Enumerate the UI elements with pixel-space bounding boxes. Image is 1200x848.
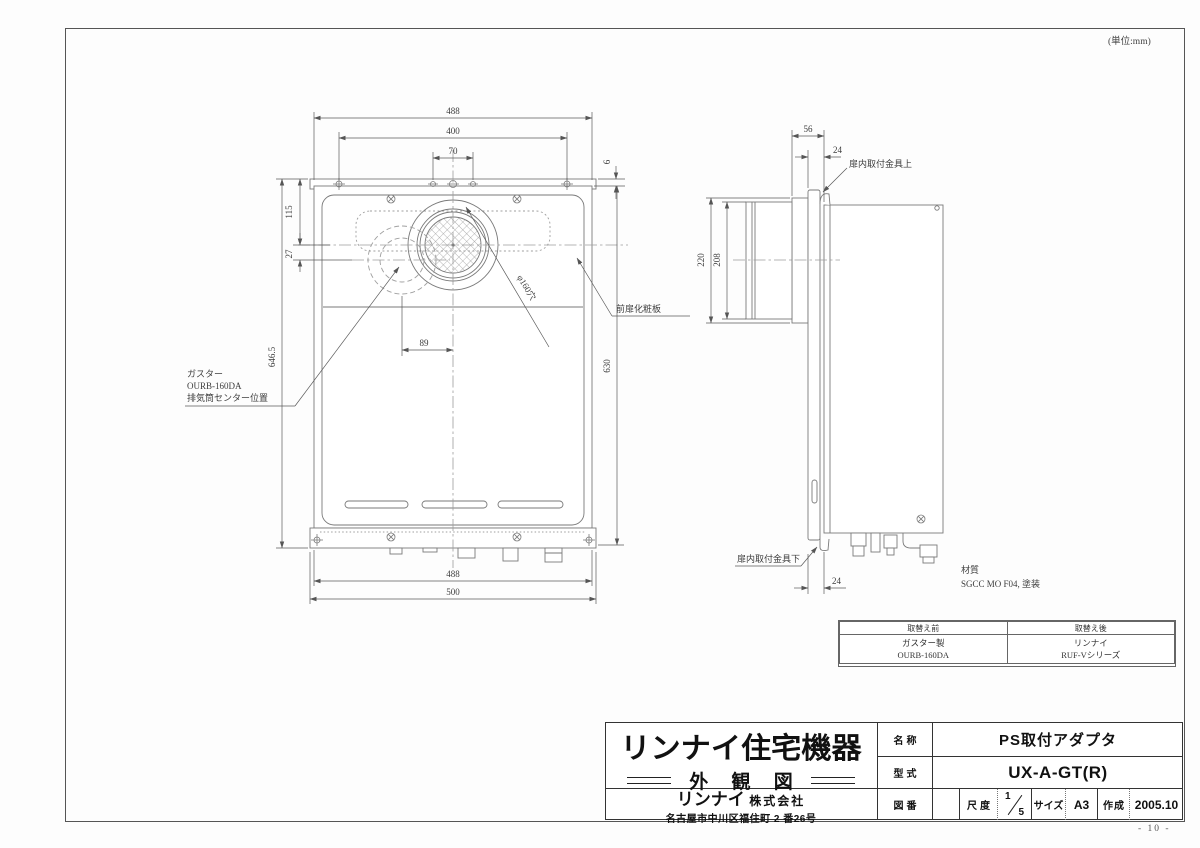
drawing-canvas: 488 400 70 6 115 27 646. xyxy=(185,106,1040,604)
vent-slots xyxy=(344,500,564,509)
model-label-cell: 型式 xyxy=(878,757,933,789)
created-label-cell: 作成 xyxy=(1098,789,1130,820)
dim-overall-height: 646.5 xyxy=(267,346,277,367)
dim-old-center-v: 27 xyxy=(284,249,294,259)
maker-logo: リンナイ住宅機器 xyxy=(620,733,862,765)
dim-mount-pitch: 400 xyxy=(446,126,460,136)
side-view xyxy=(745,189,944,564)
side-duct-barrel xyxy=(745,201,793,320)
drawing-no-label-cell: 図番 xyxy=(878,789,933,820)
side-dimensions: 220 208 56 24 24 xyxy=(696,124,846,594)
dim-hole-pitch: 70 xyxy=(449,146,459,156)
centerlines-front xyxy=(298,150,628,568)
label-old-unit-2: OURB-160DA xyxy=(187,381,242,391)
replacement-before-cell: ガスター製 OURB-160DA xyxy=(839,634,1008,664)
title-block: リンナイ住宅機器 外 観 図 リンナイ 株式会社 名古屋市中川区福住町 2 番2… xyxy=(605,722,1183,825)
plate-slot xyxy=(811,479,818,504)
dim-bracket-bottom: 24 xyxy=(832,576,842,586)
page-number: - 10 - xyxy=(1138,824,1171,834)
decor-line-left xyxy=(627,777,672,784)
title-block-border xyxy=(605,722,1183,820)
drawing-type: 外 観 図 xyxy=(689,772,802,793)
company-name: リンナイ xyxy=(676,789,745,809)
scale-value-cell: 1 5 xyxy=(998,789,1032,820)
unit-note: (単位:mm) xyxy=(1108,37,1151,47)
name-label-cell: 名称 xyxy=(878,722,933,757)
bracket-upper xyxy=(819,193,831,206)
dim-opening-outer: 220 xyxy=(696,253,706,267)
dim-duct-depth: 56 xyxy=(804,124,814,134)
name-value-cell: PS取付アダプタ xyxy=(933,722,1183,757)
dim-panel-width: 488 xyxy=(446,106,460,116)
screw-icon xyxy=(916,514,926,524)
before-model: OURB-160DA xyxy=(897,650,949,660)
model-value-cell: UX-A-GT(R) xyxy=(933,757,1183,789)
scale-fraction: 1 5 xyxy=(998,789,1031,820)
created-value-cell: 2005.10 xyxy=(1134,797,1179,812)
material-label: 材質 xyxy=(961,564,979,575)
dim-bracket-top: 24 xyxy=(833,145,843,155)
replacement-table: 取替え前 取替え後 ガスター製 OURB-160DA リンナイ RUF-Vシリー… xyxy=(838,620,1176,667)
sheet-border xyxy=(65,28,1185,822)
drawing-type-row: 外 観 図 xyxy=(605,767,877,794)
side-socket xyxy=(791,197,809,324)
front-dimensions: 488 400 70 6 115 27 646. xyxy=(267,106,625,604)
material-value: SGCC MO F04, 塗装 xyxy=(961,578,1040,589)
dim-panel-height: 630 xyxy=(602,359,612,373)
side-adapter-plate xyxy=(807,189,821,541)
replacement-after-cell: リンナイ RUF-Vシリーズ xyxy=(1006,634,1175,664)
side-pipes xyxy=(850,532,938,564)
maker-logo-cell: リンナイ住宅機器 外 観 図 xyxy=(605,722,878,793)
scale-numerator: 1 xyxy=(1005,791,1011,802)
dim-flange-width: 500 xyxy=(446,587,460,597)
drawing-no-value-cell xyxy=(933,789,960,820)
decor-line-right xyxy=(810,777,855,784)
replacement-header-before: 取替え前 xyxy=(839,621,1008,635)
bracket-lower xyxy=(819,536,830,552)
front-pipe-stubs xyxy=(389,547,563,563)
company-suffix: 株式会社 xyxy=(749,793,806,808)
side-body xyxy=(823,204,944,534)
company-address: 名古屋市中川区福住町 2 番26号 xyxy=(665,813,817,825)
after-maker: リンナイ xyxy=(1073,638,1108,648)
label-bracket-lower: 扉内取付金具下 xyxy=(737,553,800,564)
label-bracket-upper: 扉内取付金具上 xyxy=(849,158,912,169)
after-series: RUF-Vシリーズ xyxy=(1061,650,1121,660)
front-recess-dotted xyxy=(355,210,551,252)
scale-denominator: 5 xyxy=(1018,807,1024,818)
dim-opening-inner: 208 xyxy=(712,253,722,267)
before-maker: ガスター製 xyxy=(901,638,945,648)
label-old-unit-3: 排気筒センター位置 xyxy=(187,392,268,403)
size-value-cell: A3 xyxy=(1066,789,1098,820)
screw-icon xyxy=(386,194,522,542)
label-front-panel: 前扉化粧板 xyxy=(616,303,661,314)
dim-old-center-h: 89 xyxy=(420,338,430,348)
dim-bottom-width: 488 xyxy=(446,569,460,579)
dim-flange-lip: 6 xyxy=(602,159,612,164)
dim-flue-center-top: 115 xyxy=(284,205,294,219)
size-label-cell: サイズ xyxy=(1032,789,1066,820)
replacement-header-after: 取替え後 xyxy=(1006,621,1175,635)
side-leaders: 扉内取付金具上 扉内取付金具下 材質 SGCC MO F04, 塗装 xyxy=(735,158,1040,589)
company-cell: リンナイ 株式会社 名古屋市中川区福住町 2 番26号 xyxy=(605,789,878,825)
scale-label-cell: 尺度 xyxy=(960,789,998,820)
label-old-unit-1: ガスター xyxy=(187,369,223,379)
